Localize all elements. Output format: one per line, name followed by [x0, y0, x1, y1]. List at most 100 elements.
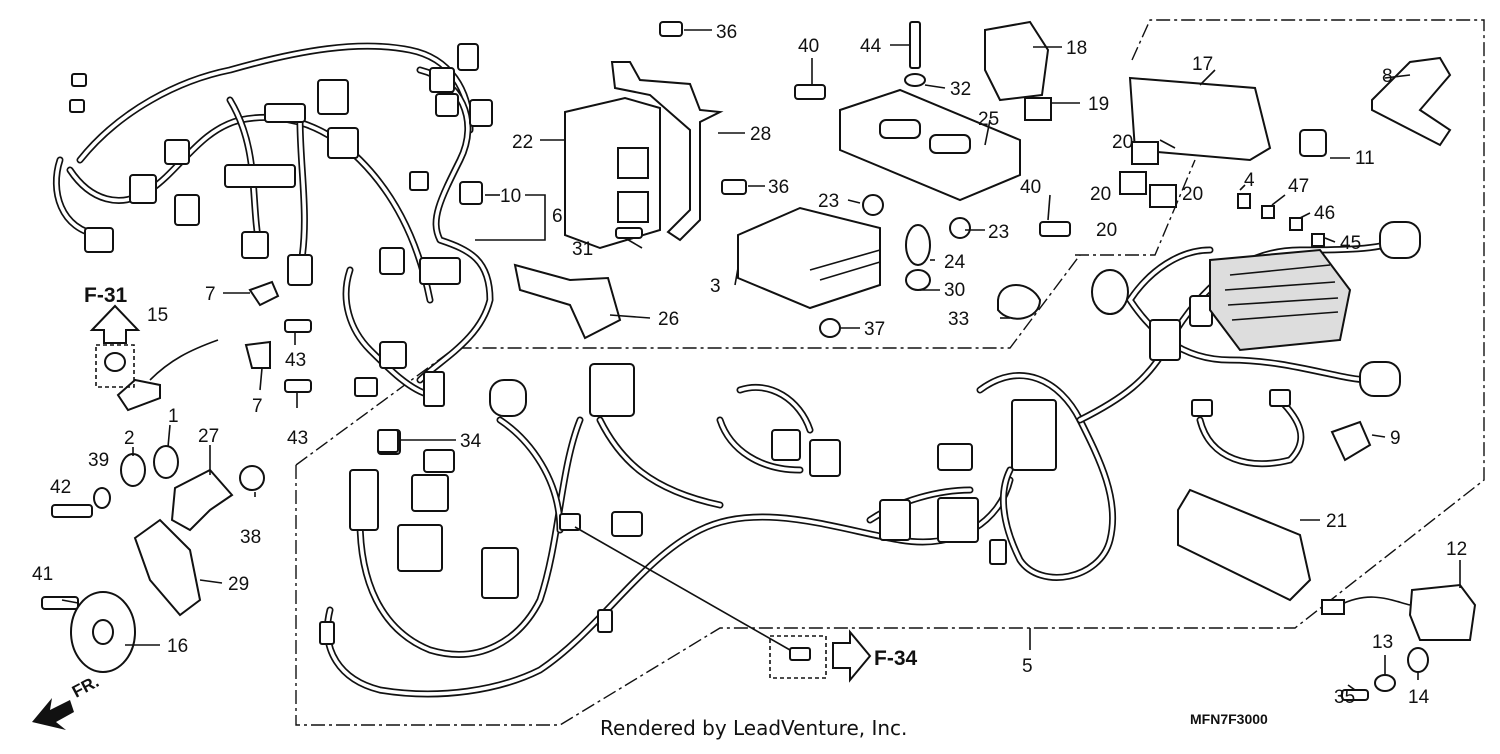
- fuse-47: [1261, 205, 1275, 219]
- nut-37: [819, 318, 841, 338]
- callout-45: 45: [1340, 233, 1361, 254]
- harness-boundary: [295, 19, 1485, 726]
- connector-11: [1299, 129, 1327, 157]
- bolt-43a: [284, 319, 312, 333]
- callout-labels: 1 2 3 4 5 6 7 7 8 9 10 11 12 13 14 15 16…: [32, 22, 1467, 708]
- callout-40a: 40: [798, 36, 819, 57]
- callout-43b: 43: [287, 428, 308, 449]
- sensor-9: [1330, 420, 1372, 462]
- relay-boundary: [1075, 159, 1196, 256]
- grommet-2: [120, 453, 146, 487]
- washer-39: [93, 487, 111, 509]
- leader-lines: [61, 29, 1461, 691]
- callout-12: 12: [1446, 539, 1467, 560]
- callout-17: 17: [1192, 54, 1213, 75]
- bolt-36b: [721, 179, 747, 195]
- callout-20a: 20: [1112, 132, 1133, 153]
- callout-23b: 23: [988, 222, 1009, 243]
- fuse-4: [1237, 193, 1251, 209]
- callout-40b: 40: [1020, 177, 1041, 198]
- relay-18: [984, 20, 1050, 102]
- callout-2: 2: [124, 428, 135, 449]
- bracket-27: [170, 468, 234, 532]
- bolt-42: [51, 504, 93, 518]
- relay-19: [1024, 97, 1052, 121]
- fuse-cover-17: [1128, 76, 1272, 162]
- grommet-1: [153, 445, 179, 479]
- cover-8: [1371, 56, 1452, 147]
- grommet-14: [1407, 647, 1429, 673]
- callout-25: 25: [978, 109, 999, 130]
- ref-box-f34: [769, 635, 827, 679]
- callout-35: 35: [1334, 687, 1355, 708]
- callout-36a: 36: [716, 22, 737, 43]
- callout-6: 6: [552, 206, 563, 227]
- footer-credit: Rendered by LeadVenture, Inc.: [600, 716, 908, 740]
- ref-box-f31: [95, 344, 135, 388]
- callout-18: 18: [1066, 38, 1087, 59]
- bolt-40b: [1039, 221, 1071, 237]
- bolt-43b: [284, 379, 312, 393]
- collar-30: [905, 269, 931, 291]
- callout-16: 16: [167, 636, 188, 657]
- callout-20c: 20: [1182, 184, 1203, 205]
- callout-29: 29: [228, 574, 249, 595]
- callout-26: 26: [658, 309, 679, 330]
- washer-32: [904, 73, 926, 87]
- callout-5: 5: [1022, 656, 1033, 677]
- main-harness-upper: [52, 42, 494, 407]
- callout-47: 47: [1288, 176, 1309, 197]
- arrow-up-icon: [89, 304, 141, 344]
- callout-7b: 7: [252, 396, 263, 417]
- callout-30: 30: [944, 280, 965, 301]
- sensor-12: [1321, 583, 1477, 641]
- fuse-45: [1311, 233, 1325, 247]
- main-harness-lower: [319, 221, 1421, 698]
- front-label: FR.: [69, 672, 102, 702]
- grommet-23b: [949, 217, 971, 239]
- callout-33: 33: [948, 309, 969, 330]
- fuse-box: [1209, 248, 1352, 352]
- bracket-26: [513, 263, 622, 340]
- tool-box-21: [1177, 488, 1312, 602]
- upper-boundary: [295, 254, 1081, 466]
- callout-44: 44: [860, 36, 882, 57]
- callout-34: 34: [460, 431, 482, 452]
- relay-20b: [1119, 171, 1147, 195]
- arrow-right-icon: [832, 629, 872, 683]
- nut-38: [239, 465, 265, 491]
- callout-9: 9: [1390, 428, 1401, 449]
- callout-43a: 43: [285, 350, 306, 371]
- callout-39: 39: [88, 450, 109, 471]
- fuse-46: [1289, 217, 1303, 231]
- bolt-44: [909, 21, 921, 69]
- callout-10: 10: [500, 186, 521, 207]
- bolt-36a: [659, 21, 683, 37]
- horn-16: [70, 591, 136, 673]
- bolt-f34: [789, 647, 811, 661]
- regulator-rectifier: [737, 206, 881, 310]
- battery-tray-25: [839, 88, 1021, 202]
- callout-42: 42: [50, 477, 71, 498]
- callout-4: 4: [1244, 170, 1255, 191]
- ground-15: [116, 378, 161, 412]
- diagram-code: MFN7F3000: [1190, 711, 1268, 727]
- callout-22: 22: [512, 132, 533, 153]
- cushion-24: [905, 224, 931, 266]
- ecu-module: [564, 96, 661, 250]
- ref-f34: F-34: [874, 647, 918, 670]
- callout-20d: 20: [1096, 220, 1117, 241]
- callout-28: 28: [750, 124, 771, 145]
- callout-36b: 36: [768, 177, 789, 198]
- collar-13: [1374, 674, 1396, 692]
- callout-32: 32: [950, 79, 971, 100]
- callout-27: 27: [198, 426, 219, 447]
- relay-20c: [1149, 184, 1177, 208]
- ref-f31: F-31: [84, 284, 128, 307]
- callout-21: 21: [1326, 511, 1347, 532]
- callout-38: 38: [240, 527, 261, 548]
- band-33: [997, 284, 1042, 320]
- callout-31: 31: [572, 239, 593, 260]
